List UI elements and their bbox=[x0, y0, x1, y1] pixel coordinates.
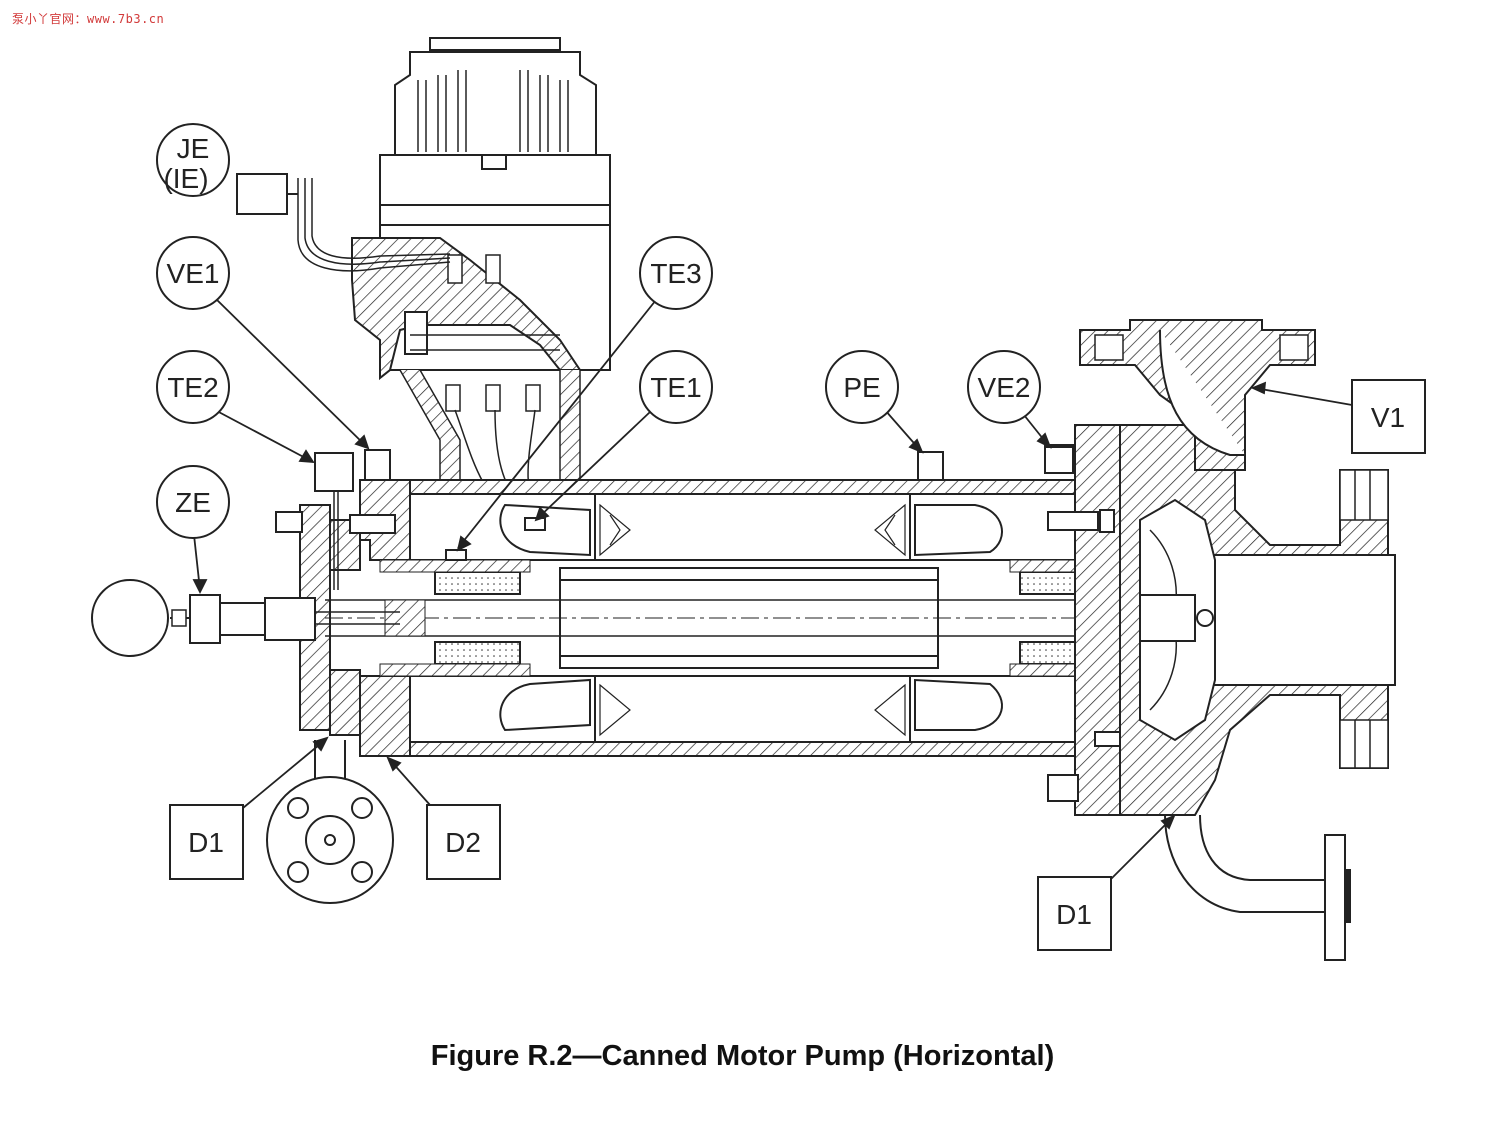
winding-bottom-right bbox=[914, 678, 1003, 731]
tag-bubbles bbox=[156, 123, 1426, 951]
je-transducer-box bbox=[236, 173, 288, 215]
tag-labels: JE (IE) VE1 TE2 ZE TE3 TE1 PE VE2 V1 D1 … bbox=[163, 133, 1405, 930]
bearing-left-top bbox=[434, 571, 521, 595]
te2-bubble bbox=[156, 350, 230, 424]
ve2-bubble bbox=[967, 350, 1041, 424]
pe-label: PE bbox=[843, 372, 880, 403]
stator-core-top bbox=[594, 493, 911, 561]
te1-bubble bbox=[639, 350, 713, 424]
pe-sensor-box bbox=[917, 451, 944, 481]
bearing-left-bottom bbox=[434, 641, 521, 665]
d1-right-box bbox=[1037, 876, 1112, 951]
ze-proximity-disk bbox=[91, 579, 169, 657]
v1-label: V1 bbox=[1371, 402, 1405, 433]
ze-bubble bbox=[156, 465, 230, 539]
je-sensor-wires bbox=[297, 178, 451, 272]
ve1-sensor-box bbox=[364, 449, 391, 481]
drain-pipe-right bbox=[1164, 814, 1325, 913]
stator-housing-top bbox=[359, 479, 1076, 495]
ze-label: ZE bbox=[175, 487, 211, 518]
stator-housing-bottom bbox=[359, 741, 1076, 757]
te2-label: TE2 bbox=[167, 372, 218, 403]
d1-left-box bbox=[169, 804, 244, 880]
je-bubble bbox=[156, 123, 230, 197]
d2-box bbox=[426, 804, 501, 880]
electrical-terminals bbox=[410, 254, 560, 412]
v1-box bbox=[1351, 379, 1426, 454]
te1-label: TE1 bbox=[650, 372, 701, 403]
ve2-sensor-box bbox=[1044, 446, 1074, 474]
ve1-label: VE1 bbox=[167, 258, 220, 289]
te1-sensor-box bbox=[445, 549, 467, 561]
pe-bubble bbox=[825, 350, 899, 424]
te2-sensor-box bbox=[314, 452, 354, 492]
d1-left-label: D1 bbox=[188, 827, 224, 858]
d1-right-label: D1 bbox=[1056, 899, 1092, 930]
winding-ends bbox=[599, 503, 906, 737]
terminal-box-cap bbox=[429, 37, 561, 51]
terminal-box-fins bbox=[394, 51, 597, 156]
d2-label: D2 bbox=[445, 827, 481, 858]
te3-bubble bbox=[639, 236, 713, 310]
ze-probe-assembly bbox=[170, 594, 400, 644]
winding-bottom-left bbox=[499, 678, 591, 732]
winding-top-right bbox=[914, 504, 1003, 557]
right-end-flange bbox=[1074, 424, 1121, 816]
cooling-fins bbox=[417, 70, 569, 152]
te3-sensor-box bbox=[524, 517, 546, 531]
pump-body-lines bbox=[91, 37, 1396, 961]
leader-lines bbox=[192, 297, 1353, 881]
stator-core-bottom bbox=[594, 675, 911, 743]
watermark-text: 泵小丫官网：www.7b3.cn bbox=[12, 12, 165, 26]
ve1-bubble bbox=[156, 236, 230, 310]
drain-flange-left bbox=[266, 740, 394, 904]
figure-caption: Figure R.2—Canned Motor Pump (Horizontal… bbox=[430, 1040, 1055, 1072]
je-label: JE bbox=[177, 133, 210, 164]
te3-label: TE3 bbox=[650, 258, 701, 289]
ie-label: (IE) bbox=[163, 163, 208, 194]
ve2-label: VE2 bbox=[978, 372, 1031, 403]
terminal-adapter-hatch bbox=[351, 237, 582, 381]
